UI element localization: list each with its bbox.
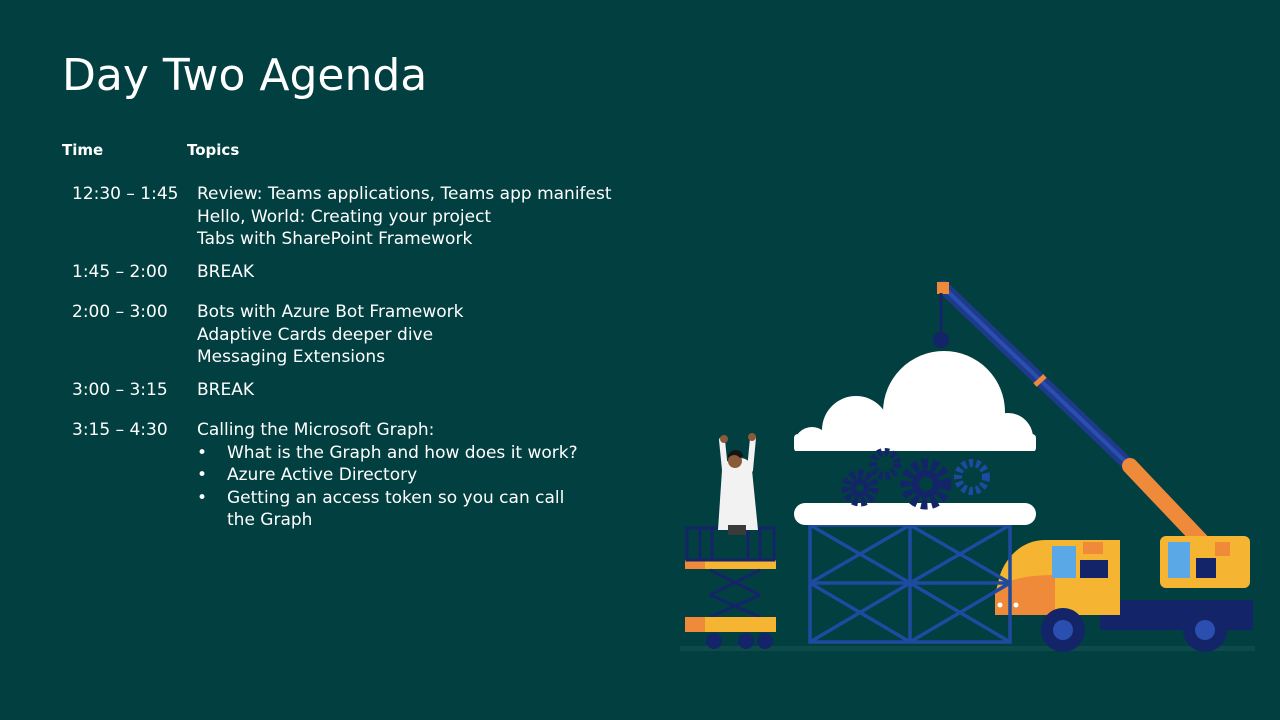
bullet-item: • Getting an access token so you can cal… bbox=[197, 487, 632, 532]
bullet-text: Getting an access token so you can call … bbox=[227, 487, 565, 531]
agenda-topic: Review: Teams applications, Teams app ma… bbox=[197, 184, 612, 204]
agenda-topics: BREAK bbox=[197, 379, 632, 402]
agenda-topics: Bots with Azure Bot Framework Adaptive C… bbox=[197, 301, 632, 369]
topics-column-header: Topics bbox=[187, 141, 240, 159]
scissor-lift-icon bbox=[685, 526, 776, 649]
bullet-text: What is the Graph and how does it work? bbox=[227, 442, 578, 463]
agenda-row: 2:00 – 3:00 Bots with Azure Bot Framewor… bbox=[72, 301, 632, 369]
worker-figure-icon bbox=[718, 433, 758, 535]
agenda-row: 1:45 – 2:00 BREAK bbox=[72, 261, 632, 284]
agenda-topic: BREAK bbox=[197, 379, 254, 400]
agenda-topics: BREAK bbox=[197, 261, 632, 284]
slide-title: Day Two Agenda bbox=[62, 50, 428, 101]
agenda-time: 1:45 – 2:00 bbox=[72, 261, 168, 282]
agenda-row: 12:30 – 1:45 Review: Teams applications,… bbox=[72, 183, 632, 251]
agenda-row: 3:00 – 3:15 BREAK bbox=[72, 379, 632, 402]
agenda-topic: Messaging Extensions bbox=[197, 347, 386, 367]
gears-icon bbox=[841, 448, 990, 510]
scaffold-icon bbox=[808, 523, 1012, 644]
construction-illustration bbox=[680, 280, 1255, 652]
time-column-header: Time bbox=[62, 141, 104, 159]
agenda-topics: Calling the Microsoft Graph: • What is t… bbox=[197, 419, 632, 532]
agenda-list: 12:30 – 1:45 Review: Teams applications,… bbox=[72, 183, 632, 532]
agenda-topic: BREAK bbox=[197, 261, 254, 282]
crane-truck-icon bbox=[933, 280, 1253, 652]
bullet-icon: • bbox=[197, 465, 208, 485]
bullet-icon: • bbox=[197, 442, 208, 463]
agenda-topic: Hello, World: Creating your project bbox=[197, 206, 492, 227]
agenda-topic: Adaptive Cards deeper dive bbox=[197, 324, 434, 345]
agenda-time: 12:30 – 1:45 bbox=[72, 184, 179, 204]
agenda-topics: Review: Teams applications, Teams app ma… bbox=[197, 183, 632, 251]
bullet-item: • Azure Active Directory bbox=[197, 464, 632, 487]
bullet-icon: • bbox=[197, 487, 208, 508]
cloud-icon bbox=[794, 351, 1036, 525]
bullet-text: Azure Active Directory bbox=[227, 465, 418, 485]
agenda-topic: Bots with Azure Bot Framework bbox=[197, 302, 464, 322]
agenda-time: 3:15 – 4:30 bbox=[72, 420, 168, 440]
agenda-time: 2:00 – 3:00 bbox=[72, 302, 168, 322]
agenda-time: 3:00 – 3:15 bbox=[72, 379, 168, 400]
agenda-topic: Tabs with SharePoint Framework bbox=[197, 229, 473, 249]
bullet-item: • What is the Graph and how does it work… bbox=[197, 442, 632, 465]
agenda-row: 3:15 – 4:30 Calling the Microsoft Graph:… bbox=[72, 419, 632, 532]
ground-line bbox=[680, 646, 1255, 651]
agenda-topic: Calling the Microsoft Graph: bbox=[197, 420, 435, 440]
